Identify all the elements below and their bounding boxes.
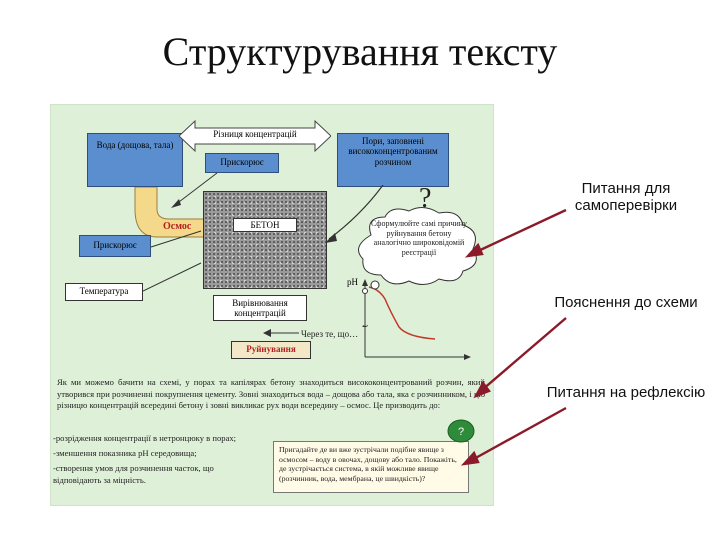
concentration-label: Різниця концентрацій — [213, 129, 297, 139]
osmosis-label: Осмос — [163, 221, 192, 232]
concrete-label: БЕТОН — [233, 218, 297, 233]
reflection-box: Пригадайте де ви вже зустрічали подібне … — [273, 441, 469, 493]
leveling-box: Вирівнювання концентрацій — [213, 295, 307, 321]
question-mark: ? — [419, 183, 432, 214]
self-check-label: Питання для самоперевірки — [574, 180, 678, 215]
reflection-badge-icon: ? — [447, 419, 475, 443]
pores-label: Пори, заповнені висококонцентрованим роз… — [348, 136, 438, 167]
destruction-label: Руйнування — [246, 344, 296, 354]
explanation-arrow — [481, 317, 567, 391]
temperature-label: Температура — [79, 286, 129, 296]
thought-cloud — [358, 207, 477, 294]
temperature-box: Температура — [65, 283, 143, 301]
bullet-list: -розрідження концентрації в нетронцюку в… — [53, 433, 263, 490]
accelerator-arrow — [171, 172, 218, 208]
because-label: Через те, що… — [301, 329, 359, 339]
concrete-block: БЕТОН — [203, 191, 327, 289]
accelerator-left-label: Прискорює — [93, 240, 137, 250]
ph-label: pH — [347, 277, 358, 287]
explanation-paragraph: Як ми можемо бачити на схемі, у порах та… — [57, 377, 485, 411]
svg-text:?: ? — [458, 426, 464, 438]
bullet-item: -створення умов для розчинення часток, щ… — [53, 463, 214, 485]
reflection-text: Пригадайте де ви вже зустрічали подібне … — [279, 445, 457, 484]
accelerator-top: Прискорює — [205, 153, 279, 173]
accelerator-top-label: Прискорює — [220, 157, 264, 167]
slide-title: Структурування тексту — [162, 29, 558, 74]
cloud-text: Сформулюйте самі причину руйнування бето… — [370, 219, 468, 257]
pores-to-concrete-arrow — [325, 185, 384, 243]
explanation-label: Пояснення до схеми — [554, 294, 698, 311]
ph-graph — [362, 279, 471, 360]
water-label: Вода (дощова, тала) — [96, 140, 174, 150]
bullet-item: -зменшення показника pH середовища; — [53, 448, 197, 459]
bullet-item: -розрідження концентрації в нетронцюку в… — [53, 433, 237, 443]
reflection-arrow — [471, 406, 567, 462]
leveling-label: Вирівнювання концентрацій — [232, 298, 288, 319]
pores-box: Пори, заповнені висококонцентрованим роз… — [337, 133, 449, 187]
destruction-box: Руйнування — [231, 341, 311, 359]
accelerator-left: Прискорює — [79, 235, 151, 257]
because-arrow — [263, 329, 299, 337]
reflection-label: Питання на рефлексію — [546, 384, 706, 401]
scheme-panel: Вода (дощова, тала) Різниця концентрацій… — [50, 104, 494, 506]
self-check-arrow — [475, 208, 567, 254]
left-connectors — [143, 230, 202, 292]
concentration-arrow — [179, 119, 331, 153]
